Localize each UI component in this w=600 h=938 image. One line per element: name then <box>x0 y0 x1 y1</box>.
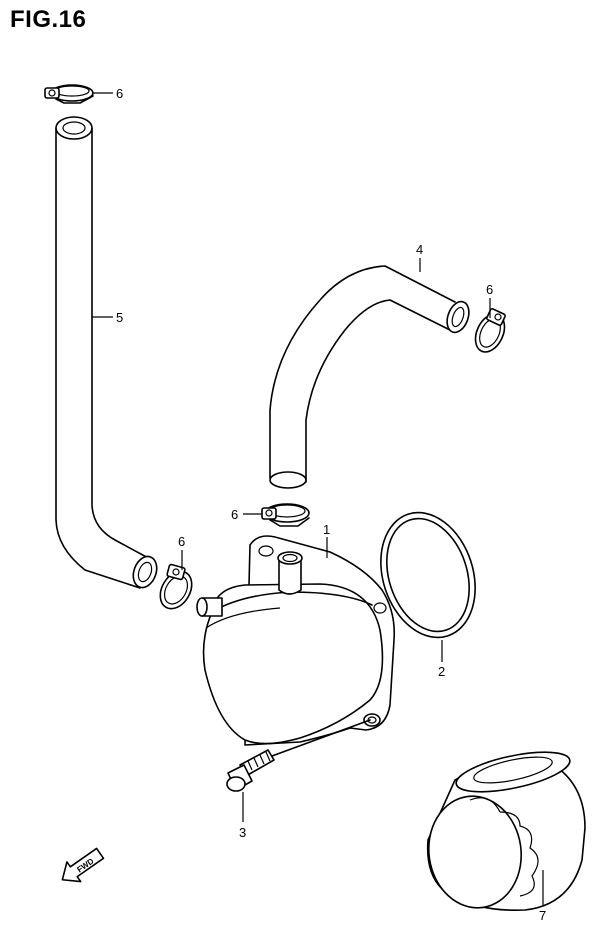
callout-7: 7 <box>539 908 546 923</box>
fwd-direction-badge: FWD <box>61 847 105 883</box>
callout-1: 1 <box>323 522 330 537</box>
oil-cooler-1 <box>196 535 396 746</box>
callout-6-middle: 6 <box>231 507 238 522</box>
callout-4: 4 <box>416 242 423 257</box>
hose-5 <box>55 116 158 589</box>
callout-2: 2 <box>438 664 445 679</box>
clamp-6-top <box>44 84 94 104</box>
callout-6-left: 6 <box>178 534 185 549</box>
leader-lines <box>92 92 544 905</box>
bolt-3 <box>226 719 371 792</box>
clamp-6-right <box>474 308 506 353</box>
callout-labels: 6 5 4 6 6 6 1 2 3 7 <box>116 86 546 923</box>
callout-5: 5 <box>116 310 123 325</box>
callout-6-top: 6 <box>116 86 123 101</box>
clamp-6-left <box>159 563 193 610</box>
callout-6-right: 6 <box>486 282 493 297</box>
clamp-6-middle <box>261 503 310 527</box>
o-ring-2 <box>380 511 476 639</box>
oil-filter-7 <box>426 751 586 912</box>
figure-title: FIG.16 <box>10 6 87 33</box>
callout-3: 3 <box>239 825 246 840</box>
hose-4 <box>269 265 470 489</box>
